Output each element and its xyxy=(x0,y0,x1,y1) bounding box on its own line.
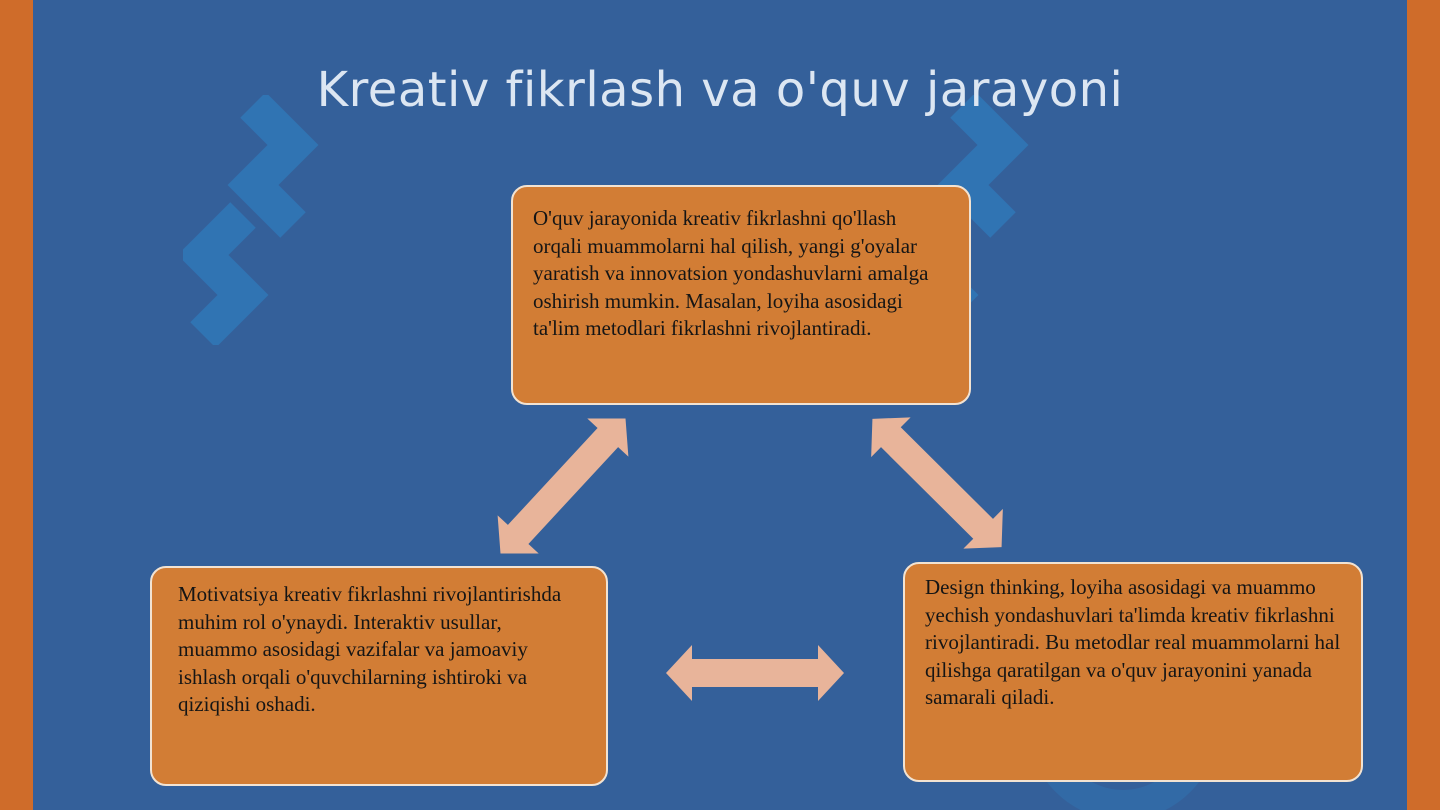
slide-title: Kreativ fikrlash va o'quv jarayoni xyxy=(316,62,1124,118)
slide: Kreativ fikrlash va o'quv jarayoni O'quv… xyxy=(33,0,1407,810)
arrow-top-right-icon xyxy=(871,417,1003,549)
watermark-logo-icon xyxy=(183,95,319,345)
arrow-top-left-icon xyxy=(497,418,629,554)
box-right: Design thinking, loyiha asosidagi va mua… xyxy=(903,562,1363,782)
box-top: O'quv jarayonida kreativ fikrlashni qo'l… xyxy=(511,185,971,405)
arrows-layer xyxy=(497,417,1003,701)
arrow-left-right-icon xyxy=(666,645,844,701)
box-left: Motivatsiya kreativ fikrlashni rivojlant… xyxy=(150,566,608,786)
